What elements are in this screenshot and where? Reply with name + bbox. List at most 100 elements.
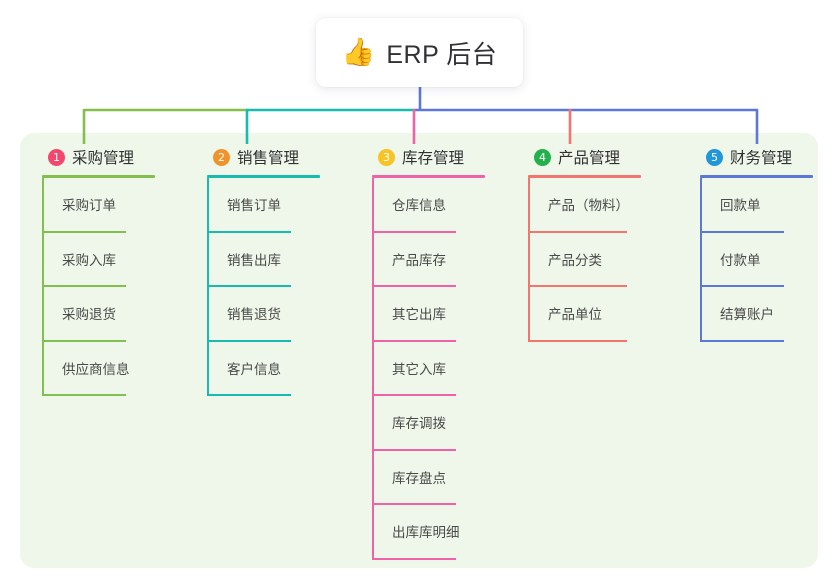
item-spine [372, 287, 374, 342]
item-spine [372, 232, 374, 287]
column-badge-4: 4 [534, 148, 551, 166]
item-spine [372, 505, 374, 560]
list-item[interactable]: 产品分类 [528, 232, 641, 287]
item-rule [207, 285, 291, 287]
item-spine [372, 450, 374, 505]
item-spine [207, 341, 209, 396]
item-label: 产品单位 [548, 307, 602, 322]
item-label: 采购退货 [62, 307, 116, 322]
list-item[interactable]: 产品（物料） [528, 178, 641, 233]
column-1: 1 采购管理采购订单采购入库采购退货供应商信息 [42, 146, 155, 396]
list-item[interactable]: 销售出库 [207, 232, 320, 287]
item-spine [700, 178, 702, 233]
item-rule [372, 394, 456, 396]
column-items-4: 产品（物料） 产品分类产品单位 [528, 178, 641, 342]
list-item[interactable]: 回款单 [700, 178, 813, 233]
list-item[interactable]: 销售订单 [207, 178, 320, 233]
item-spine [42, 178, 44, 233]
list-item[interactable]: 库存调拨 [372, 396, 485, 451]
list-item[interactable]: 其它入库 [372, 341, 485, 396]
list-item[interactable]: 付款单 [700, 232, 813, 287]
item-rule [372, 557, 456, 560]
item-spine [42, 341, 44, 396]
item-rule [700, 285, 784, 287]
item-rule [372, 230, 456, 233]
item-spine [207, 232, 209, 287]
list-item[interactable]: 出库库明细 [372, 505, 485, 560]
column-4: 4 产品管理产品（物料） 产品分类产品单位 [528, 146, 641, 342]
list-item[interactable]: 采购入库 [42, 232, 155, 287]
item-spine [42, 232, 44, 287]
list-item[interactable]: 供应商信息 [42, 341, 155, 396]
list-item[interactable]: 产品库存 [372, 232, 485, 287]
list-item[interactable]: 仓库信息 [372, 178, 485, 233]
item-spine [700, 232, 702, 287]
list-item[interactable]: 采购订单 [42, 178, 155, 233]
column-items-5: 回款单付款单结算账户 [700, 178, 813, 342]
item-rule [528, 339, 627, 342]
column-title-4: 产品管理 [558, 150, 621, 167]
item-label: 产品（物料） [548, 198, 629, 213]
item-label: 产品分类 [548, 252, 602, 268]
column-header-4[interactable]: 4 产品管理 [528, 146, 641, 168]
column-header-rule-1 [42, 175, 155, 178]
list-item[interactable]: 库存盘点 [372, 450, 485, 505]
item-label: 供应商信息 [62, 361, 130, 377]
column-header-1[interactable]: 1 采购管理 [42, 146, 155, 168]
item-rule [700, 339, 784, 342]
item-spine [207, 287, 209, 342]
item-spine [42, 287, 44, 342]
column-title-1: 采购管理 [72, 150, 135, 167]
item-rule [372, 448, 456, 451]
column-header-rule-3 [372, 175, 485, 178]
column-badge-1: 1 [48, 148, 65, 166]
item-spine [700, 287, 702, 342]
item-rule [207, 394, 291, 396]
list-item[interactable]: 结算账户 [700, 287, 813, 342]
column-5: 5 财务管理回款单付款单结算账户 [700, 146, 813, 342]
content-panel [20, 133, 818, 568]
item-label: 其它入库 [392, 361, 446, 377]
list-item[interactable]: 其它出库 [372, 287, 485, 342]
list-item[interactable]: 采购退货 [42, 287, 155, 342]
item-rule [42, 285, 126, 287]
item-rule [42, 230, 126, 233]
root-node-erp-backend[interactable]: 👍 ERP 后台 [316, 18, 523, 87]
column-header-rule-4 [528, 175, 641, 178]
item-label: 仓库信息 [392, 198, 446, 213]
item-label: 销售订单 [227, 198, 281, 213]
item-spine [372, 341, 374, 396]
thumbs-up-icon: 👍 [341, 37, 376, 67]
item-rule [372, 339, 456, 342]
item-rule [42, 394, 126, 396]
item-rule [42, 339, 126, 342]
column-title-2: 销售管理 [237, 150, 300, 167]
list-item[interactable]: 销售退货 [207, 287, 320, 342]
item-rule [372, 285, 456, 287]
item-rule [372, 503, 456, 505]
item-label: 产品库存 [392, 252, 446, 268]
item-label: 采购入库 [62, 252, 116, 268]
column-title-5: 财务管理 [730, 150, 793, 167]
item-label: 结算账户 [720, 307, 774, 322]
column-badge-5: 5 [706, 148, 723, 166]
column-header-5[interactable]: 5 财务管理 [700, 146, 813, 168]
item-spine [528, 178, 530, 233]
item-label: 其它出库 [392, 307, 446, 322]
item-label: 出库库明细 [392, 525, 460, 540]
item-spine [372, 396, 374, 451]
column-items-1: 采购订单采购入库采购退货供应商信息 [42, 178, 155, 396]
item-label: 付款单 [720, 252, 761, 268]
list-item[interactable]: 产品单位 [528, 287, 641, 342]
item-label: 库存调拨 [392, 416, 446, 431]
list-item[interactable]: 客户信息 [207, 341, 320, 396]
column-items-2: 销售订单销售出库销售退货客户信息 [207, 178, 320, 396]
item-rule [207, 230, 291, 233]
item-spine [528, 287, 530, 342]
item-label: 采购订单 [62, 198, 116, 213]
